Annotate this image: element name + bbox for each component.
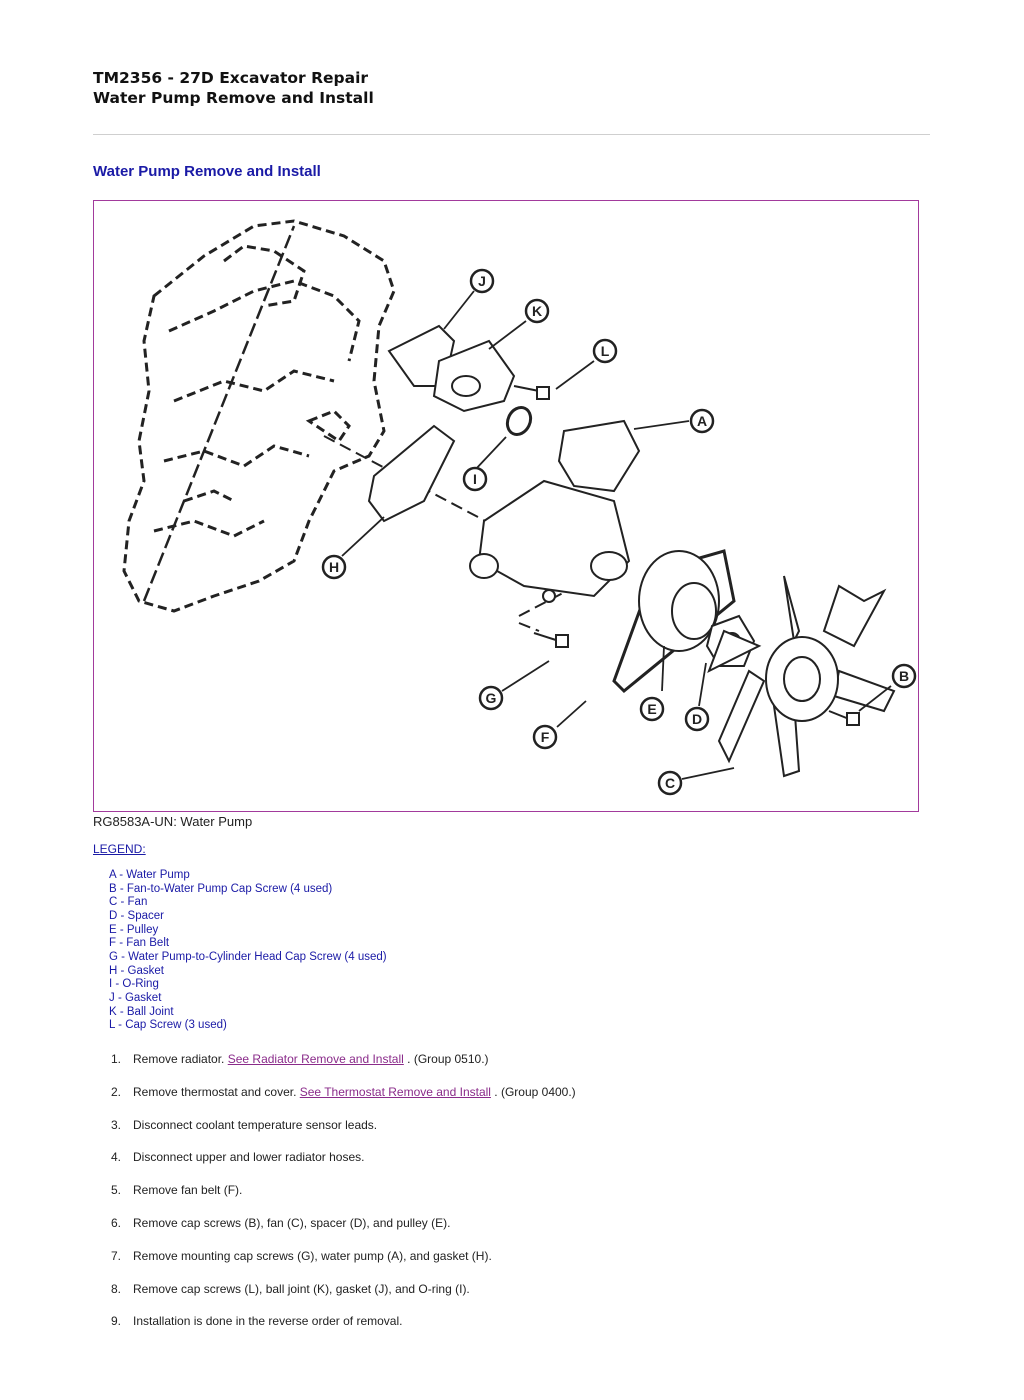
legend-item: E - Pulley	[109, 923, 159, 936]
callout-b: B	[891, 663, 917, 689]
svg-text:L: L	[601, 343, 610, 359]
svg-text:F: F	[541, 729, 550, 745]
legend-item: J - Gasket	[109, 991, 162, 1004]
pulley-e-part	[638, 550, 720, 652]
legend-link[interactable]: LEGEND:	[93, 842, 146, 856]
cap-screw-b-part	[828, 710, 860, 726]
step-number: 5.	[110, 1183, 121, 1198]
procedure-steps: 1. Remove radiator. See Radiator Remove …	[93, 1052, 576, 1347]
legend-item: D - Spacer	[109, 909, 164, 922]
step-item: 9. Installation is done in the reverse o…	[93, 1314, 576, 1347]
step-number: 4.	[110, 1150, 121, 1165]
thermostat-remove-link[interactable]: See Thermostat Remove and Install	[299, 1084, 491, 1099]
step-item: 1. Remove radiator. See Radiator Remove …	[93, 1052, 576, 1085]
callout-leaders	[341, 290, 892, 780]
cap-screw-l-part	[513, 385, 550, 400]
step-number: 1.	[110, 1052, 121, 1066]
svg-text:I: I	[473, 471, 477, 487]
fan-c-part	[707, 575, 896, 778]
callout-i: I	[462, 466, 488, 492]
svg-text:K: K	[532, 303, 542, 319]
svg-text:B: B	[899, 668, 909, 684]
step-item: 4. Disconnect upper and lower radiator h…	[93, 1150, 576, 1183]
step-text-suffix: . (Group 0510.)	[403, 1052, 489, 1066]
section-title: Water Pump Remove and Install	[93, 163, 321, 180]
step-item: 7. Remove mounting cap screws (G), water…	[93, 1249, 576, 1282]
svg-text:E: E	[647, 701, 656, 717]
legend-item: B - Fan-to-Water Pump Cap Screw (4 used)	[109, 882, 333, 895]
step-text: Remove radiator.	[133, 1052, 228, 1066]
legend-item: F - Fan Belt	[109, 937, 170, 950]
svg-text:A: A	[697, 413, 707, 429]
o-ring-i-part	[505, 405, 533, 437]
step-item: 2. Remove thermostat and cover. See Ther…	[93, 1085, 576, 1118]
radiator-remove-link[interactable]: See Radiator Remove and Install	[227, 1052, 404, 1066]
svg-text:H: H	[329, 559, 339, 575]
engine-block-outline	[122, 219, 396, 613]
legend-item: I - O-Ring	[109, 978, 159, 991]
water-pump-a-part	[469, 419, 641, 603]
legend-item: C - Fan	[109, 896, 148, 909]
callout-h: H	[321, 554, 347, 580]
gasket-h-part	[367, 424, 456, 523]
legend-list: A - Water Pump B - Fan-to-Water Pump Cap…	[109, 869, 387, 1033]
step-text: Remove cap screws (L), ball joint (K), g…	[133, 1281, 470, 1296]
legend-item: L - Cap Screw (3 used)	[109, 1019, 227, 1032]
step-text: Installation is done in the reverse orde…	[133, 1314, 403, 1329]
svg-text:D: D	[692, 711, 702, 727]
svg-text:G: G	[486, 690, 497, 706]
step-item: 6. Remove cap screws (B), fan (C), space…	[93, 1216, 576, 1249]
header-divider	[93, 134, 930, 135]
step-text-suffix: . (Group 0400.)	[490, 1084, 576, 1099]
callout-c: C	[657, 770, 683, 796]
callout-f: F	[532, 724, 558, 750]
step-text: Remove mounting cap screws (G), water pu…	[133, 1248, 492, 1263]
step-text: Remove thermostat and cover.	[133, 1084, 300, 1099]
step-text: Disconnect coolant temperature sensor le…	[133, 1117, 378, 1132]
step-number: 9.	[110, 1314, 121, 1329]
step-text: Remove fan belt (F).	[133, 1183, 243, 1198]
legend-item: A - Water Pump	[109, 869, 190, 881]
svg-text:C: C	[665, 775, 675, 791]
callout-g: G	[478, 685, 504, 711]
legend-item: G - Water Pump-to-Cylinder Head Cap Scre…	[109, 950, 387, 963]
engine-centerline	[142, 225, 296, 602]
step-item: 5. Remove fan belt (F).	[93, 1183, 576, 1216]
exploded-view-drawing: J K L A I H B G E D F C	[122, 219, 917, 796]
document-header: TM2356 - 27D Excavator Repair Water Pump…	[93, 68, 374, 108]
callout-e: E	[639, 696, 665, 722]
step-item: 8. Remove cap screws (L), ball joint (K)…	[93, 1282, 576, 1315]
step-text: Remove cap screws (B), fan (C), spacer (…	[133, 1215, 451, 1230]
callout-labels: J K L A I H B G E D F C	[321, 268, 917, 796]
callout-d: D	[684, 706, 710, 732]
svg-text:J: J	[478, 273, 486, 289]
water-pump-illustration: J K L A I H B G E D F C	[93, 200, 919, 812]
step-number: 7.	[110, 1248, 121, 1263]
legend-item: K - Ball Joint	[109, 1005, 174, 1018]
callout-l: L	[592, 338, 618, 364]
step-number: 2.	[110, 1084, 121, 1099]
callout-a: A	[689, 408, 715, 434]
step-number: 3.	[110, 1117, 121, 1132]
figure-caption: RG8583A-UN: Water Pump	[93, 814, 253, 829]
step-text: Disconnect upper and lower radiator hose…	[133, 1150, 365, 1165]
document-subtitle: Water Pump Remove and Install	[93, 89, 374, 107]
document-title: TM2356 - 27D Excavator Repair	[93, 69, 369, 87]
step-number: 8.	[110, 1281, 121, 1296]
step-number: 6.	[110, 1215, 121, 1230]
callout-k: K	[524, 298, 550, 324]
cap-screw-g-part	[533, 632, 569, 648]
step-item: 3. Disconnect coolant temperature sensor…	[93, 1118, 576, 1151]
legend-item: H - Gasket	[109, 964, 164, 977]
ball-joint-k-part	[432, 339, 516, 413]
callout-j: J	[469, 268, 495, 294]
